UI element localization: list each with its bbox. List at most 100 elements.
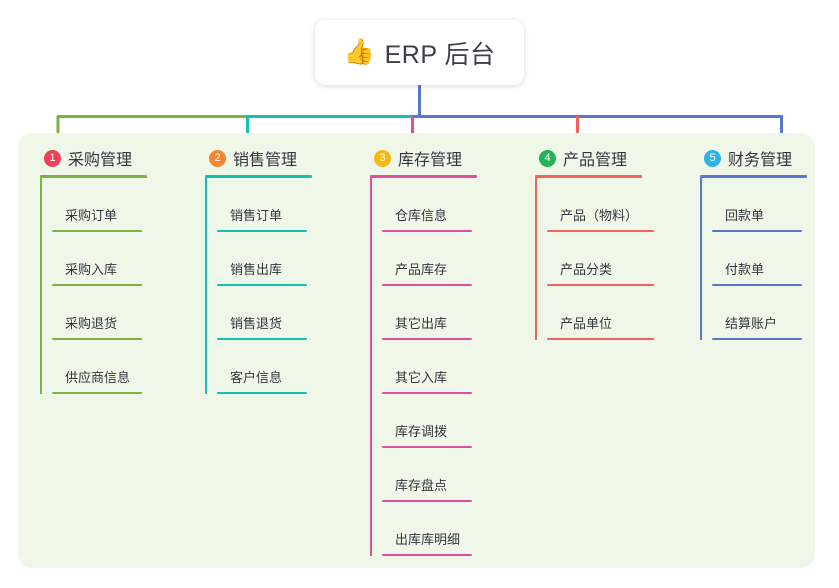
leaf-item[interactable]: 采购入库	[52, 232, 147, 286]
leaf-rule	[382, 230, 472, 232]
leaf-item[interactable]: 销售订单	[217, 178, 312, 232]
leaf-rule	[217, 392, 307, 394]
leaf-rule	[547, 284, 654, 286]
leaf-item[interactable]: 产品单位	[547, 286, 654, 340]
branch-header[interactable]: 2 销售管理	[205, 146, 312, 170]
leaf-list: 销售订单销售出库销售退货客户信息	[205, 178, 312, 394]
leaf-rule	[382, 392, 472, 394]
leaf-label: 供应商信息	[65, 370, 131, 385]
branch-4[interactable]: 4 产品管理产品（物料） 产品分类产品单位	[535, 146, 654, 340]
branch-title: 采购管理	[68, 152, 133, 169]
branch-3[interactable]: 3 库存管理仓库信息产品库存其它出库其它入库库存调拨库存盘点出库库明细	[370, 146, 477, 556]
leaf-label: 产品单位	[560, 316, 613, 331]
leaf-rule	[712, 230, 802, 232]
branch-title: 销售管理	[233, 152, 298, 169]
leaf-label: 其它出库	[395, 316, 448, 331]
leaf-item[interactable]: 出库库明细	[382, 502, 477, 556]
branch-spine	[535, 178, 537, 340]
leaf-item[interactable]: 回款单	[712, 178, 807, 232]
branch-header[interactable]: 1 采购管理	[40, 146, 147, 170]
leaf-item[interactable]: 采购退货	[52, 286, 147, 340]
leaf-label: 采购入库	[65, 262, 118, 277]
leaf-label: 仓库信息	[395, 208, 448, 223]
leaf-rule	[52, 392, 142, 394]
leaf-label: 客户信息	[230, 370, 283, 385]
leaf-rule	[217, 230, 307, 232]
leaf-label: 付款单	[725, 262, 765, 277]
leaf-label: 其它入库	[395, 370, 448, 385]
branch-title: 库存管理	[398, 152, 463, 169]
leaf-rule	[712, 284, 802, 286]
branch-header[interactable]: 5 财务管理	[700, 146, 807, 170]
leaf-item[interactable]: 供应商信息	[52, 340, 147, 394]
leaf-item[interactable]: 其它入库	[382, 340, 477, 394]
leaf-rule	[52, 230, 142, 232]
leaf-list: 仓库信息产品库存其它出库其它入库库存调拨库存盘点出库库明细	[370, 178, 477, 556]
leaf-item[interactable]: 产品库存	[382, 232, 477, 286]
leaf-rule	[217, 284, 307, 286]
branch-header-rule	[700, 175, 807, 178]
diagram-canvas	[18, 133, 815, 568]
branch-header[interactable]: 4 产品管理	[535, 146, 642, 170]
branch-title: 产品管理	[563, 152, 628, 169]
leaf-item[interactable]: 其它出库	[382, 286, 477, 340]
leaf-label: 采购退货	[65, 316, 118, 331]
leaf-label: 销售出库	[230, 262, 283, 277]
leaf-rule	[382, 284, 472, 286]
leaf-label: 产品库存	[395, 262, 448, 277]
branch-spine	[205, 178, 207, 394]
leaf-label: 库存盘点	[395, 478, 448, 493]
leaf-rule	[547, 230, 654, 232]
branch-number-badge: 1	[44, 149, 61, 167]
leaf-rule	[217, 338, 307, 340]
leaf-rule	[547, 338, 654, 340]
leaf-rule	[712, 338, 802, 340]
branch-2[interactable]: 2 销售管理销售订单销售出库销售退货客户信息	[205, 146, 312, 394]
branch-header[interactable]: 3 库存管理	[370, 146, 477, 170]
leaf-label: 回款单	[725, 208, 765, 223]
leaf-item[interactable]: 客户信息	[217, 340, 312, 394]
leaf-item[interactable]: 结算账户	[712, 286, 807, 340]
leaf-label: 产品（物料）	[560, 208, 639, 223]
leaf-rule	[52, 338, 142, 340]
leaf-item[interactable]: 库存调拨	[382, 394, 477, 448]
leaf-rule	[382, 338, 472, 340]
leaf-label: 出库库明细	[395, 532, 461, 547]
leaf-item[interactable]: 付款单	[712, 232, 807, 286]
root-node[interactable]: 👍 ERP 后台	[315, 20, 524, 85]
branch-header-rule	[535, 175, 642, 178]
branch-header-rule	[205, 175, 312, 178]
leaf-label: 销售订单	[230, 208, 283, 223]
leaf-item[interactable]: 销售出库	[217, 232, 312, 286]
branch-title: 财务管理	[728, 152, 793, 169]
leaf-list: 产品（物料） 产品分类产品单位	[535, 178, 654, 340]
leaf-item[interactable]: 产品（物料）	[547, 178, 654, 232]
leaf-item[interactable]: 产品分类	[547, 232, 654, 286]
leaf-list: 回款单付款单结算账户	[700, 178, 807, 340]
branch-spine	[370, 178, 372, 556]
leaf-label: 采购订单	[65, 208, 118, 223]
root-title: ERP 后台	[384, 40, 496, 69]
leaf-item[interactable]: 库存盘点	[382, 448, 477, 502]
branch-number-badge: 2	[209, 149, 226, 167]
leaf-rule	[382, 500, 472, 502]
branch-5[interactable]: 5 财务管理回款单付款单结算账户	[700, 146, 807, 340]
branch-number-badge: 3	[374, 149, 391, 167]
leaf-rule	[382, 446, 472, 448]
leaf-item[interactable]: 销售退货	[217, 286, 312, 340]
leaf-label: 销售退货	[230, 316, 283, 331]
branch-number-badge: 5	[704, 149, 721, 167]
thumbs-up-icon: 👍	[343, 38, 375, 66]
leaf-item[interactable]: 采购订单	[52, 178, 147, 232]
branch-spine	[700, 178, 702, 340]
leaf-item[interactable]: 仓库信息	[382, 178, 477, 232]
leaf-label: 结算账户	[725, 316, 778, 331]
branch-number-badge: 4	[539, 149, 556, 167]
leaf-label: 库存调拨	[395, 424, 448, 439]
leaf-label: 产品分类	[560, 262, 613, 277]
leaf-rule	[52, 284, 142, 286]
branch-1[interactable]: 1 采购管理采购订单采购入库采购退货供应商信息	[40, 146, 147, 394]
leaf-rule	[382, 554, 472, 556]
branch-header-rule	[370, 175, 477, 178]
branch-spine	[40, 178, 42, 394]
